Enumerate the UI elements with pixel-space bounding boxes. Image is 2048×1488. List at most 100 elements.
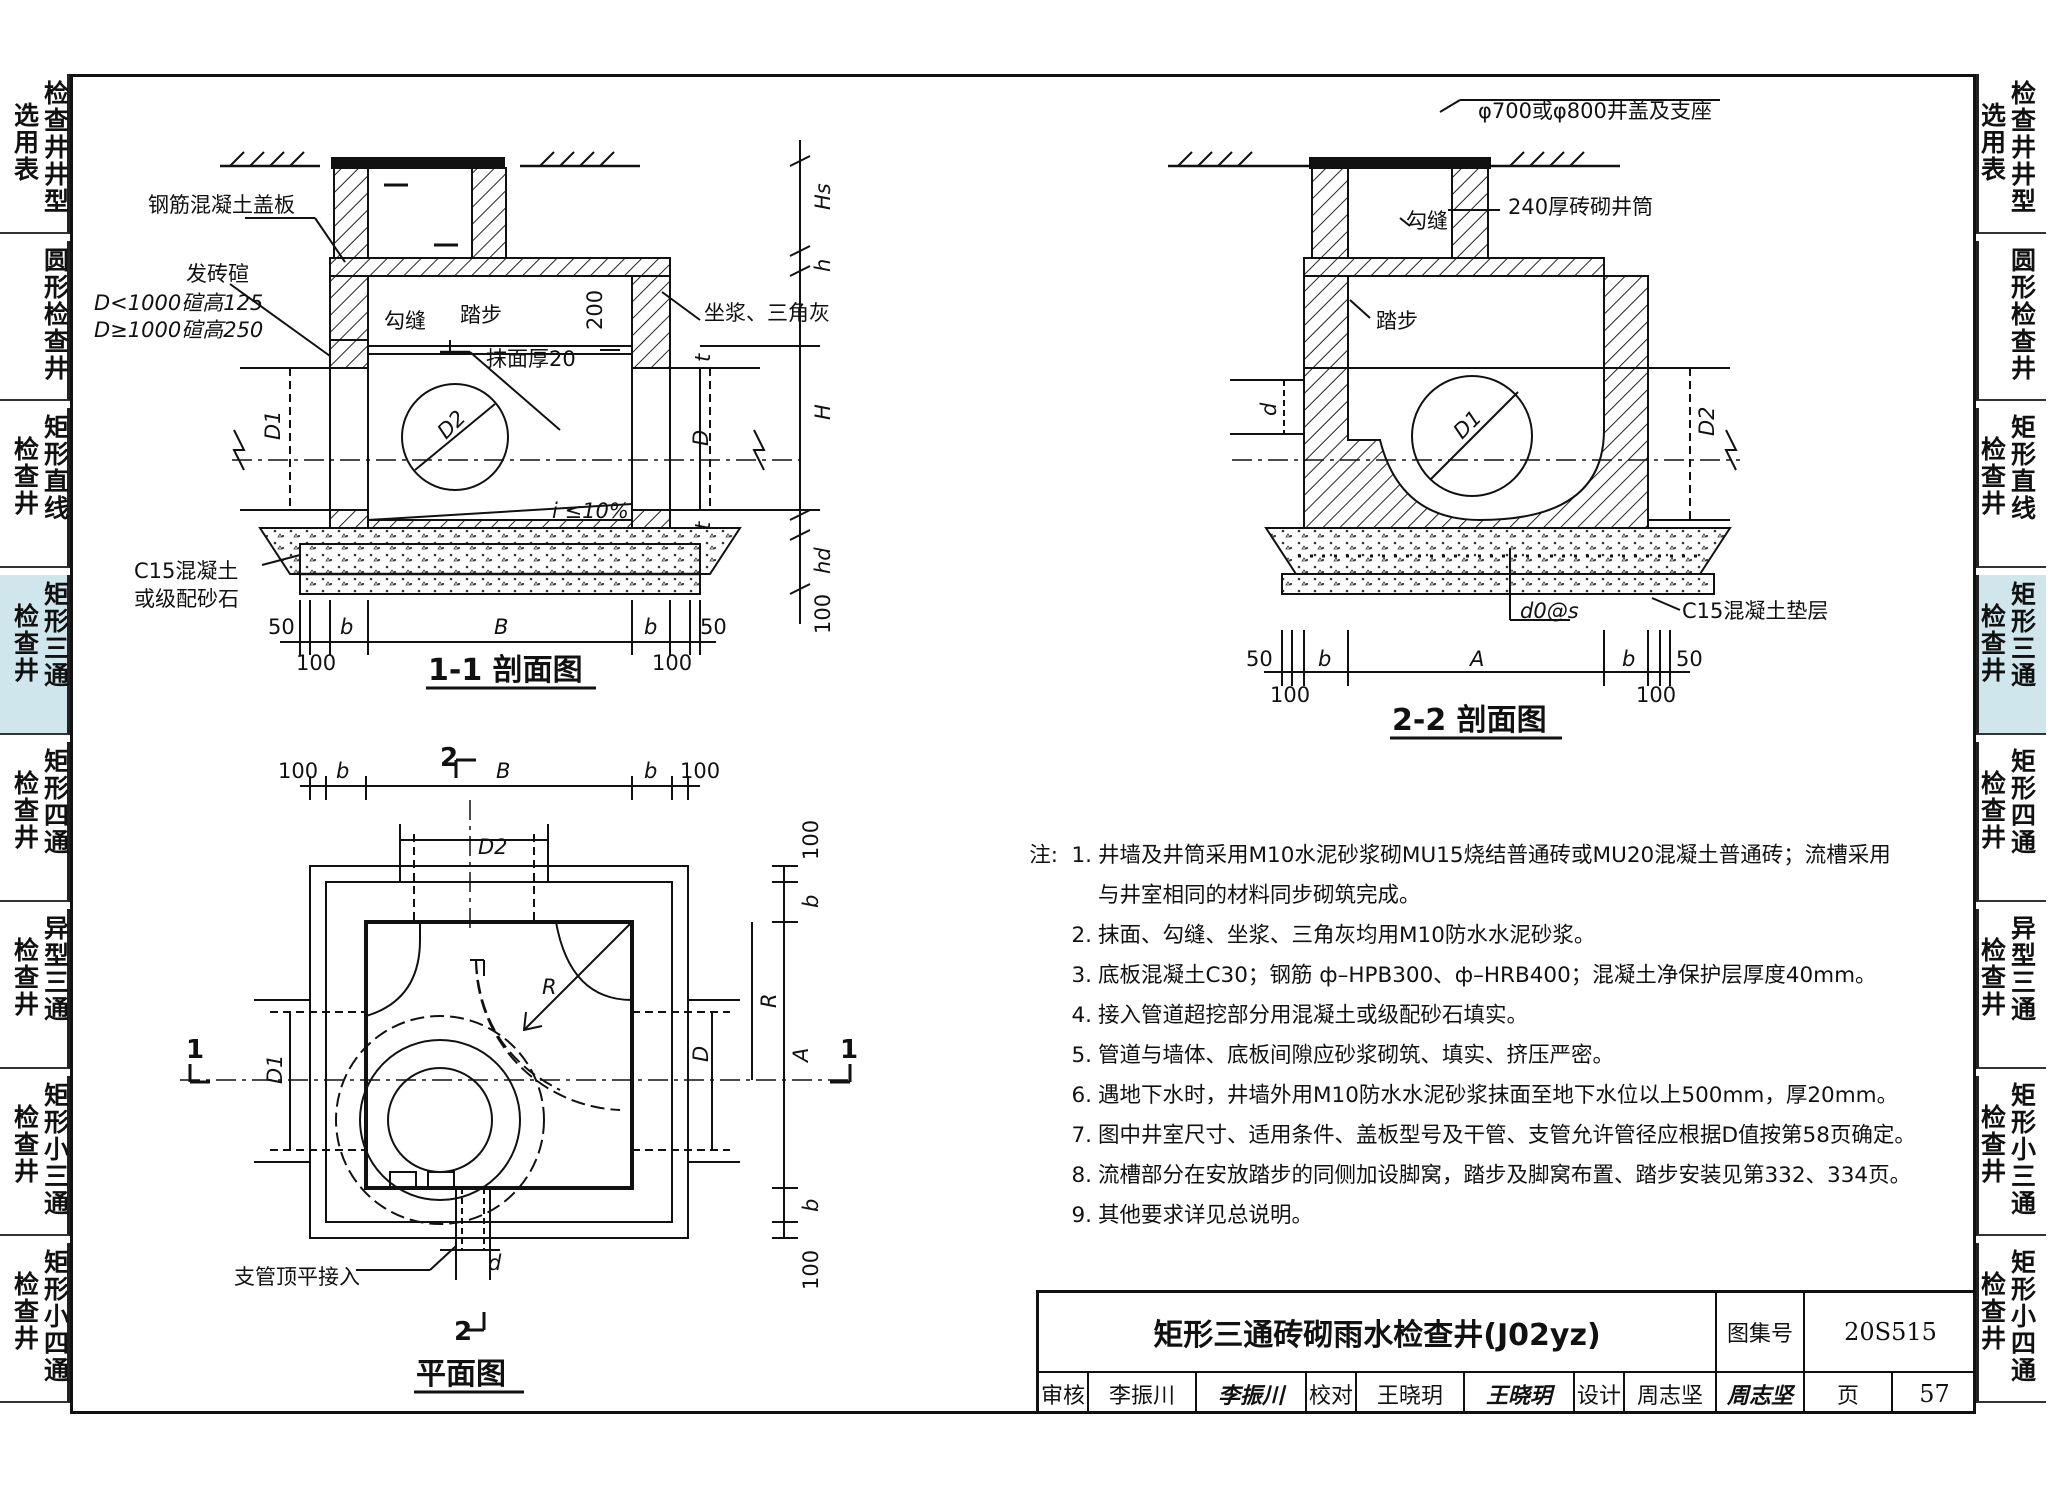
side-tab-1[interactable]: 选用表检查井井型 [0,74,70,234]
side-tab-char: 线 [44,494,70,523]
side-tab-char: 检 [1981,1103,2007,1132]
title-plan: 平面图 [416,1357,506,1392]
side-tab-2[interactable]: 圆形检查井 [1976,241,2046,401]
side-tab-3[interactable]: 检查井矩形直线 [1976,408,2046,568]
side-tab-col2: 矩形三通 [44,581,69,689]
side-tab-col2: 圆形检查井 [44,247,69,382]
side-tab-char: 检 [2011,300,2037,329]
side-tab-char: 查 [44,106,70,135]
side-tab-char: 检 [14,1270,40,1299]
side-tab-char: 查 [14,796,40,825]
side-tab-char: 三 [2011,1162,2037,1191]
side-tab-8[interactable]: 检查井矩形小四通 [0,1243,70,1403]
side-tab-char: 井 [44,133,70,162]
side-tab-char: 井 [1981,990,2007,1019]
label-hd: hd [811,547,835,574]
side-tab-char: 井 [14,489,40,518]
side-tab-char: 井 [1981,1157,2007,1186]
side-tab-char: 形 [44,273,70,302]
label-b-l-22: b [1318,647,1331,671]
side-tab-char: 形 [44,607,70,636]
side-tab-char: 通 [44,995,70,1024]
design-label: 设计 [1575,1373,1625,1414]
side-tab-char: 用 [14,128,40,157]
side-tab-col2: 矩形小四通 [44,1249,69,1384]
side-tab-char: 矩 [44,1248,70,1277]
left-side-tabs: 选用表检查井井型圆形检查井检查井矩形直线检查井矩形三通检查井矩形四通检查井异型三… [0,74,70,1414]
note-line: 9.其他要求详见总说明。 [1020,1196,1970,1236]
side-tab-2[interactable]: 圆形检查井 [0,241,70,401]
side-tab-5[interactable]: 检查井矩形四通 [1976,742,2046,902]
designer-name: 周志坚 [1625,1373,1717,1414]
side-tab-7[interactable]: 检查井矩形小三通 [0,1076,70,1236]
note-number: 7. [1071,1123,1092,1148]
label-B-11: B [494,615,508,639]
side-tab-6[interactable]: 检查井异型三通 [1976,909,2046,1069]
drawing-frame [70,74,1976,1414]
side-tab-char: 井 [14,823,40,852]
side-tab-char: 矩 [2011,1081,2037,1110]
side-tab-char: 三 [44,968,70,997]
side-tab-char: 查 [44,327,70,356]
plan-b-r: b [644,759,657,783]
side-tab-char: 通 [2011,828,2037,857]
side-tab-char: 三 [44,634,70,663]
side-tab-char: 矩 [2011,1248,2037,1277]
side-tab-char: 形 [2011,774,2037,803]
label-dim-200: 200 [583,290,607,330]
side-tab-char: 型 [44,941,70,970]
side-tab-1[interactable]: 选用表检查井井型 [1976,74,2046,234]
side-tab-char: 形 [44,1108,70,1137]
note-number: 8. [1071,1163,1092,1188]
note-line: 6.遇地下水时，井墙外用M10防水水泥砂浆抹面至地下水位以上500mm，厚20m… [1020,1076,1970,1116]
side-tab-8[interactable]: 检查井矩形小四通 [1976,1243,2046,1403]
side-tab-char: 井 [1981,656,2007,685]
side-tab-char: 查 [1981,796,2007,825]
side-tab-3[interactable]: 检查井矩形直线 [0,408,70,568]
plan-r-dim: R [757,993,781,1008]
side-tab-char: 三 [2011,634,2037,663]
side-tab-char: 井 [14,1324,40,1353]
section-2-2 [1168,99,1740,686]
side-tab-4[interactable]: 检查井矩形三通 [1976,575,2046,735]
side-tab-char: 表 [14,155,40,184]
side-tab-7[interactable]: 检查井矩形小三通 [1976,1076,2046,1236]
title-block: 矩形三通砖砌雨水检查井(J02yz) 图集号 20S515 审核 李振川 李振川… [1036,1290,1976,1414]
note-number: 5. [1071,1043,1092,1068]
plan-b-top: b [799,895,823,908]
side-tab-6[interactable]: 检查井异型三通 [0,909,70,1069]
side-tab-char: 井 [2011,160,2037,189]
label-plaster: 抹面厚20 [486,347,576,371]
title-section-2-2: 2-2 剖面图 [1392,703,1547,738]
side-tab-char: 查 [14,462,40,491]
side-tab-char: 用 [1981,128,2007,157]
plan-dim-100-bottom: 100 [799,1250,823,1290]
note-text: 管道与墙体、底板间隙应砂浆砌筑、填实、挤压严密。 [1098,1043,1615,1068]
note-line: 注:1.井墙及井筒采用M10水泥砂浆砌MU15烧结普通砖或MU20混凝土普通砖；… [1020,836,1970,876]
side-tab-char: 查 [2011,106,2037,135]
side-tab-5[interactable]: 检查井矩形四通 [0,742,70,902]
side-tab-col1: 检查井 [14,937,39,1018]
side-tab-col2: 矩形直线 [44,414,69,522]
drawing-title: 矩形三通砖砌雨水检查井(J02yz) [1039,1293,1717,1373]
side-tab-char: 查 [14,1297,40,1326]
label-shaft-22: 240厚砖砌井筒 [1508,195,1653,219]
note-number: 6. [1071,1083,1092,1108]
side-tab-col1: 检查井 [1981,937,2006,1018]
side-tab-char: 检 [1981,1270,2007,1299]
label-h: h [811,259,835,272]
side-tab-col1: 检查井 [14,1104,39,1185]
label-dim-100-v: 100 [811,594,835,634]
label-d1-1: D1 [261,410,285,440]
side-tab-char: 检 [14,936,40,965]
note-line: 与井室相同的材料同步砌筑完成。 [1020,876,1970,916]
side-tab-char: 通 [2011,1356,2037,1385]
plan-b-l: b [336,759,349,783]
label-base-2: 或级配砂石 [134,587,239,611]
plan-mark-2-top: 2 [440,743,458,773]
side-tab-4[interactable]: 检查井矩形三通 [0,575,70,735]
plan-mark-2-bottom: 2 [454,1317,472,1347]
label-b-r-22: b [1622,647,1635,671]
side-tab-char: 四 [2011,801,2037,830]
side-tab-char: 四 [44,801,70,830]
